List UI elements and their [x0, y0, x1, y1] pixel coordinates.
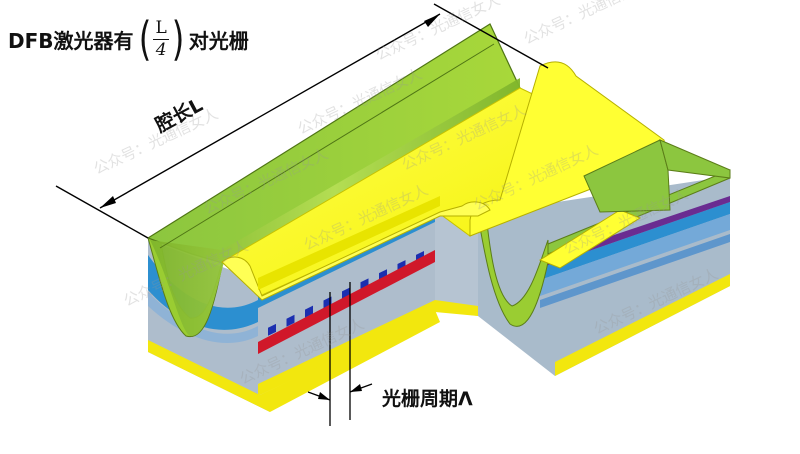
grating-period-label: 光栅周期Λ	[382, 388, 473, 410]
period-arrow-left-icon	[318, 392, 330, 400]
arrowhead-left-icon	[100, 196, 116, 208]
fraction-l-over-4: ( L 4 )	[136, 16, 187, 62]
grating-period-dimension	[307, 282, 373, 426]
extension-line-left	[55, 185, 149, 239]
arrowhead-right-icon	[424, 14, 440, 27]
title-prefix: DFB激光器有	[8, 28, 134, 53]
red-layer	[258, 250, 435, 354]
top-surface	[221, 61, 731, 301]
grating-tooth	[268, 323, 276, 336]
fraction-denominator: 4	[155, 39, 167, 60]
diagram-title: DFB激光器有 ( L 4 ) 对光栅	[8, 16, 249, 62]
fraction-numerator: L	[153, 17, 169, 40]
period-arrow-right-icon	[350, 384, 362, 392]
left-paren-icon: (	[138, 12, 151, 66]
cavity-length-arrow-line	[99, 13, 441, 209]
extension-line-right	[433, 3, 549, 69]
cavity-length-dimension	[55, 3, 549, 239]
title-suffix: 对光栅	[188, 28, 249, 53]
right-paren-icon: )	[171, 12, 185, 66]
grating-tooth	[286, 314, 295, 327]
